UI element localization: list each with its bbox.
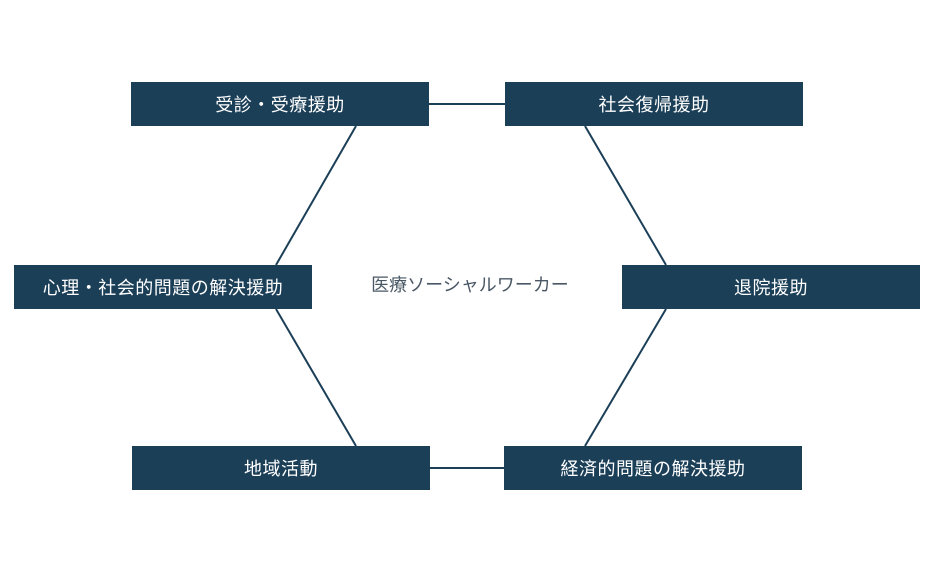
node-discharge-support: 退院援助 [622,265,920,309]
connector-top-right-to-mid-right [584,125,667,266]
node-economic-support: 経済的問題の解決援助 [504,446,802,490]
connector-top-left-to-mid-left [275,125,357,266]
node-consultation-support: 受診・受療援助 [131,82,429,126]
node-social-rehabilitation-support: 社会復帰援助 [505,82,803,126]
node-psychosocial-support: 心理・社会的問題の解決援助 [14,265,312,309]
connector-mid-right-to-bottom-right [584,308,667,447]
center-label: 医療ソーシャルワーカー [371,275,569,296]
connector-mid-left-to-bottom-left [275,308,357,447]
node-community-activity: 地域活動 [132,446,430,490]
